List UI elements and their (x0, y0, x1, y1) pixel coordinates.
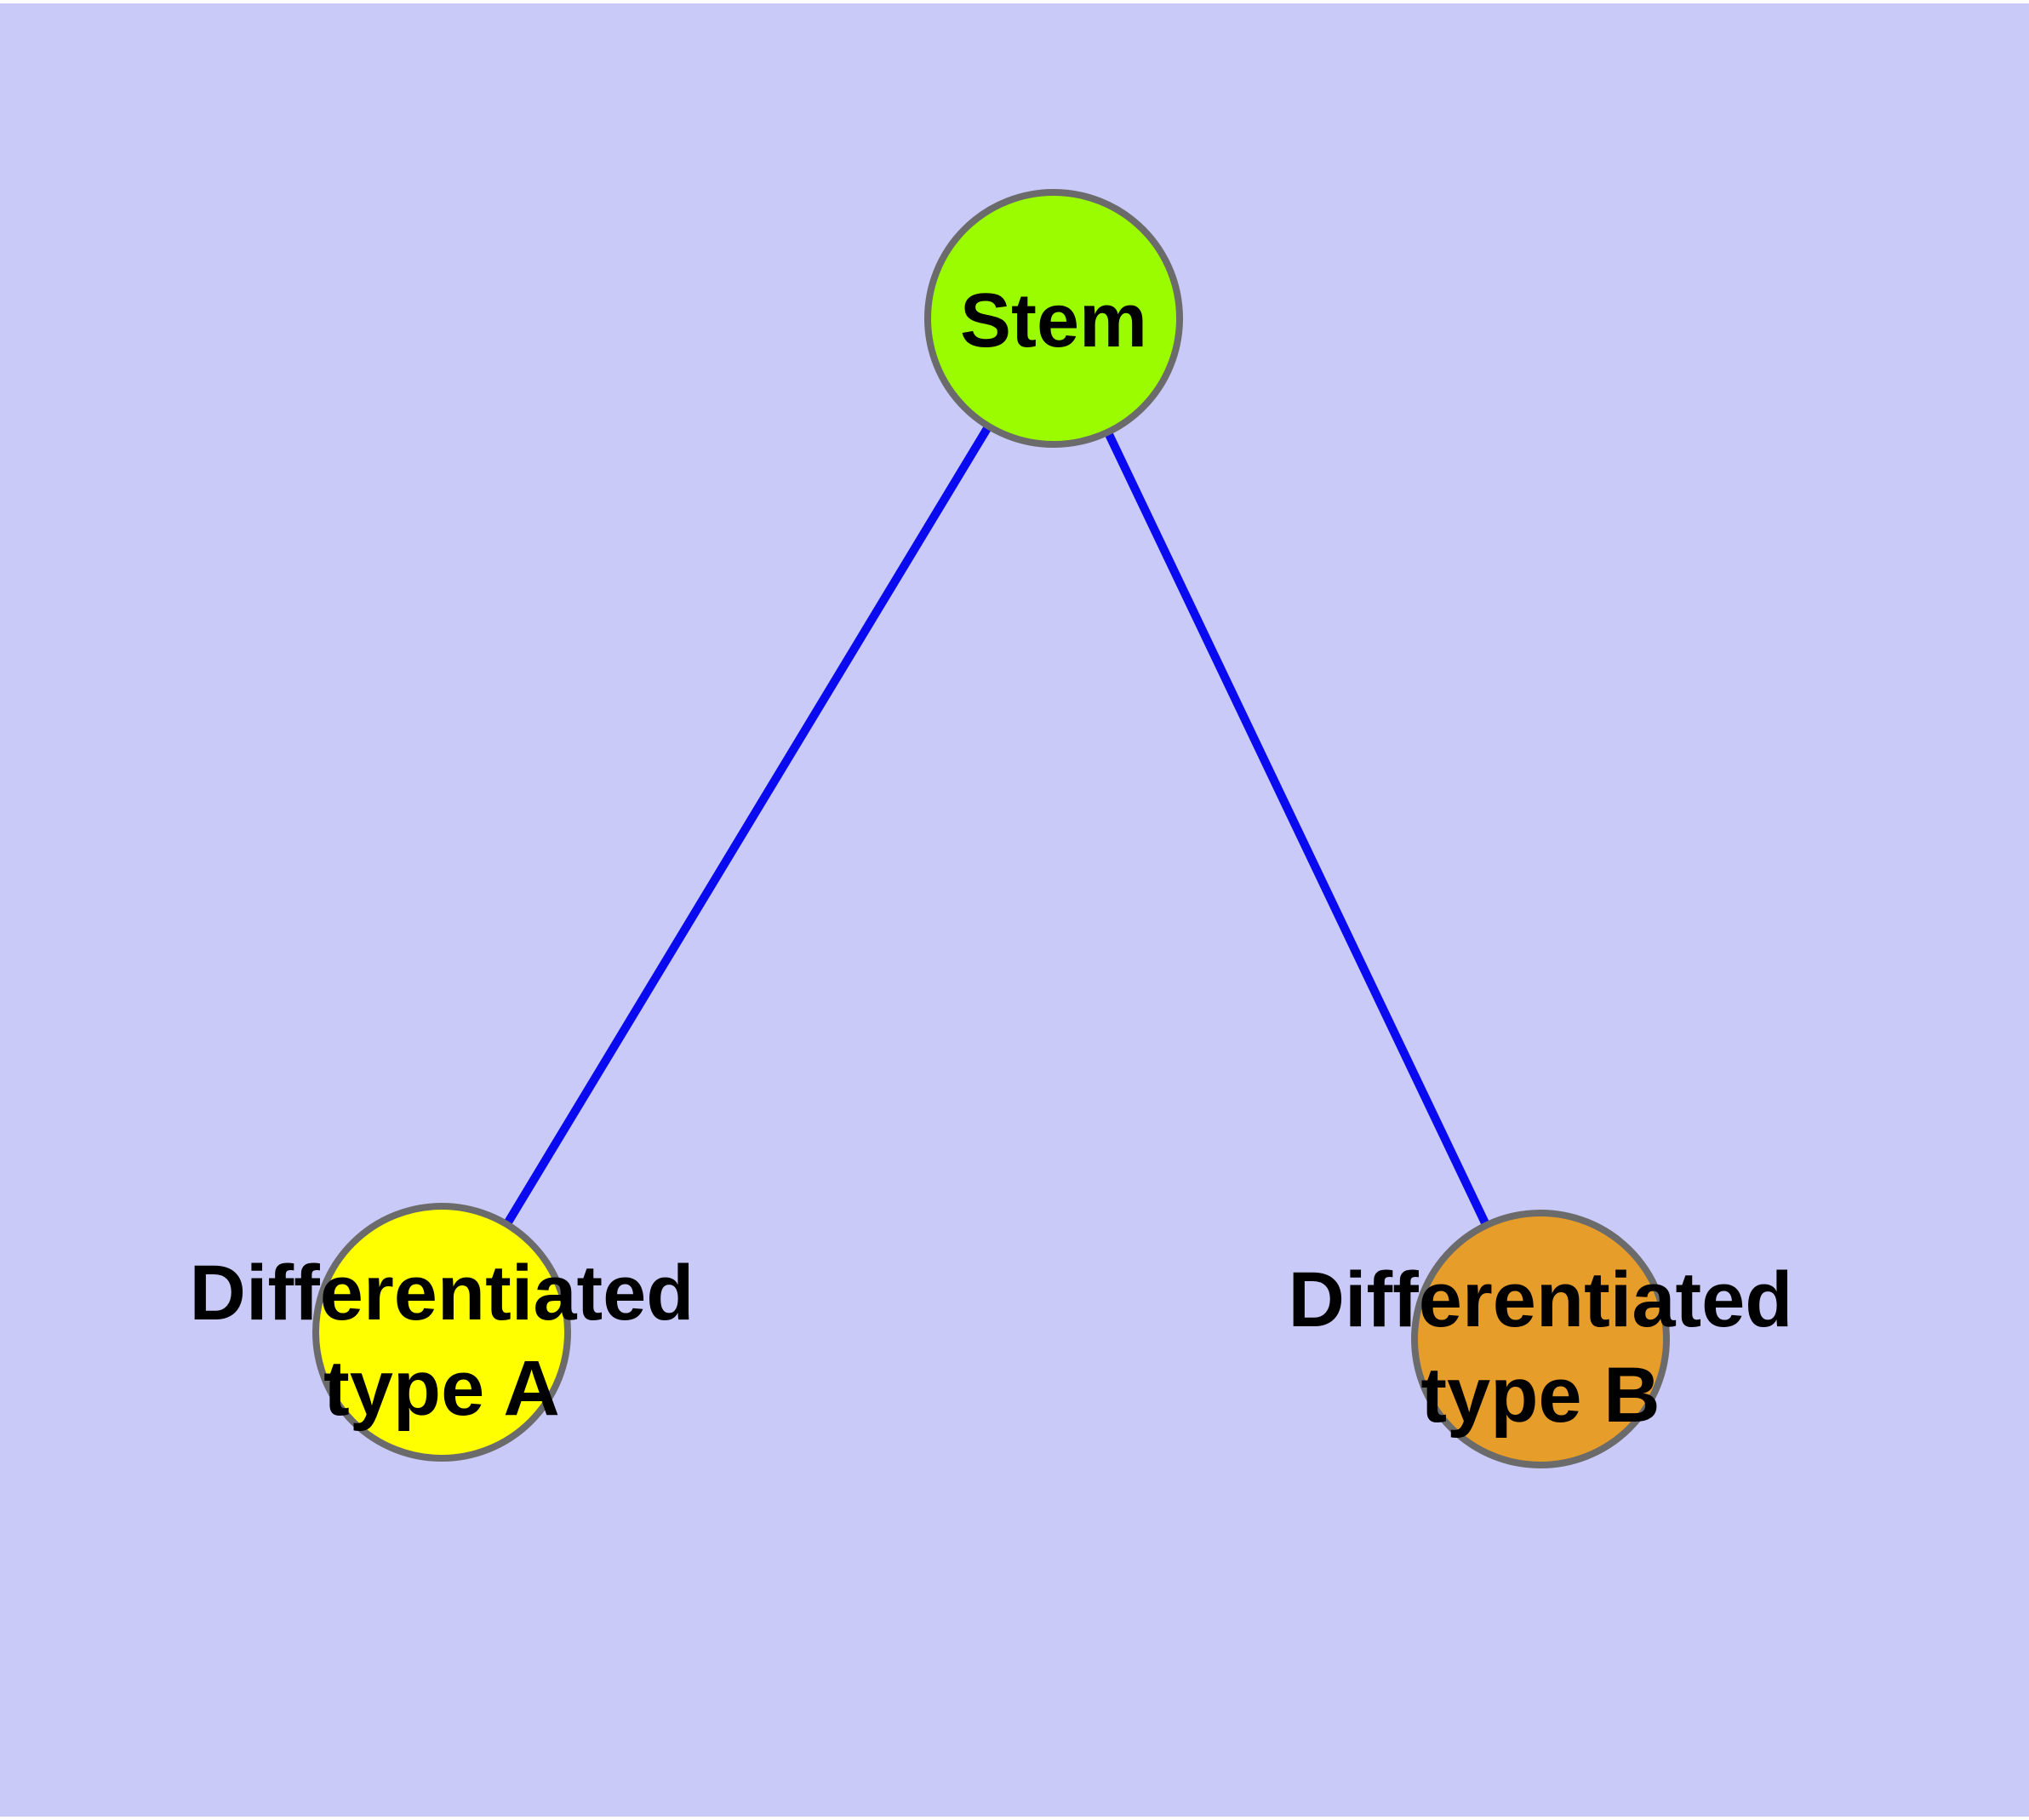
node-stem-label: Stem (960, 278, 1147, 363)
node-stem[interactable]: Stem (924, 189, 1183, 448)
node-type-b-label-line1: Differentiated (1289, 1256, 1793, 1343)
node-type-b-circle[interactable] (1411, 1210, 1670, 1468)
node-type-b-label-line2: type B (1420, 1352, 1660, 1439)
edge-stem-to-type-a (437, 316, 1058, 1335)
edge-stem-to-type-b (1049, 316, 1545, 1342)
node-differentiated-type-b[interactable]: Differentiated type B (1289, 1210, 1793, 1468)
node-type-a-circle[interactable] (312, 1203, 571, 1462)
node-stem-circle[interactable] (924, 189, 1183, 448)
node-type-a-label-line2: type A (323, 1345, 560, 1432)
node-differentiated-type-a[interactable]: Differentiated type A (190, 1203, 694, 1462)
node-type-a-label-line1: Differentiated (190, 1250, 694, 1336)
